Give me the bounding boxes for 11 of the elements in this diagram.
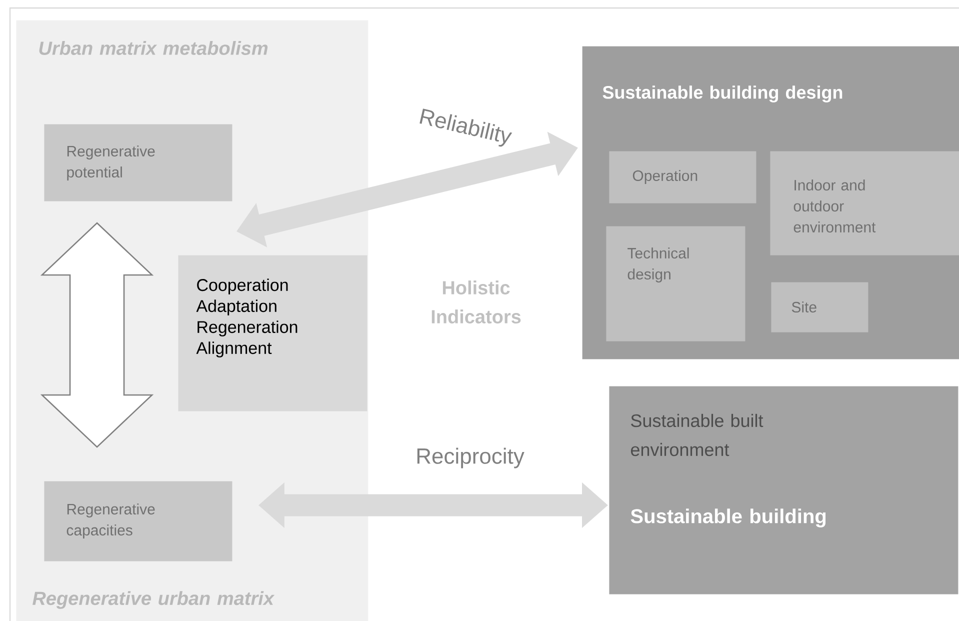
box: Indoor and outdoor environment xyxy=(770,151,959,256)
block-arrow xyxy=(40,222,154,448)
box: Technical design xyxy=(606,226,746,342)
indicator-label: Holistic Indicators xyxy=(432,280,521,324)
box: Site xyxy=(771,282,868,332)
panel: Sustainable built environment Sustainable building xyxy=(609,386,958,594)
box: Regenerative potential xyxy=(44,124,232,202)
edge-label: Reciprocity xyxy=(417,448,524,468)
box: Cooperation Adaptation Regeneration Alignment xyxy=(178,255,368,412)
box: Operation xyxy=(609,151,756,204)
box: Regenerative capacities xyxy=(44,481,232,562)
